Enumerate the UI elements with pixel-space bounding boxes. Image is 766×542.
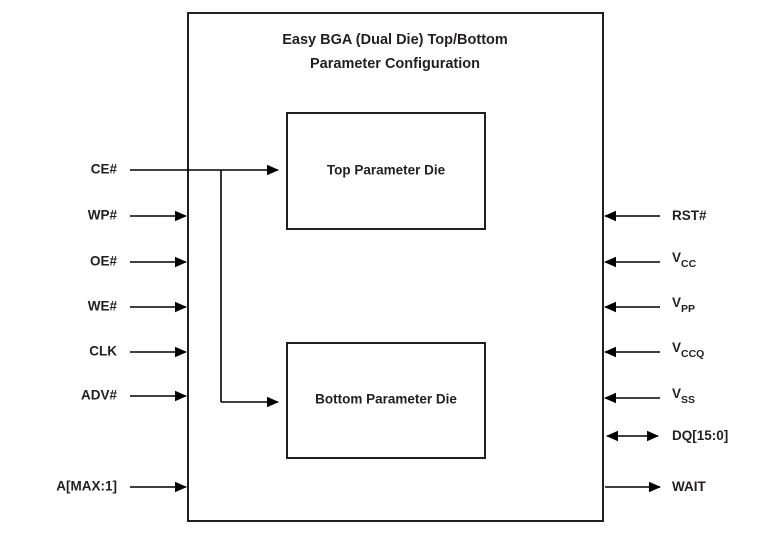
pin-label-wp: WP# bbox=[88, 208, 118, 223]
bottom-parameter-die-box bbox=[286, 342, 486, 459]
pin-label-dq: DQ[15:0] bbox=[672, 428, 728, 443]
diagram-title-line-2: Parameter Configuration bbox=[310, 56, 480, 72]
pin-label-adv: ADV# bbox=[81, 388, 118, 403]
pin-label-vcc: VCC bbox=[672, 250, 697, 270]
pin-label-amax: A[MAX:1] bbox=[56, 479, 117, 494]
pin-label-vccq: VCCQ bbox=[672, 340, 704, 360]
pin-label-oe: OE# bbox=[90, 254, 118, 269]
pin-label-we: WE# bbox=[88, 299, 118, 314]
pin-label-wait: WAIT bbox=[672, 479, 706, 494]
diagram-title-line-1: Easy BGA (Dual Die) Top/Bottom bbox=[282, 32, 508, 48]
pin-label-rst: RST# bbox=[672, 208, 707, 223]
pin-label-clk: CLK bbox=[89, 344, 117, 359]
pin-label-vpp: VPP bbox=[672, 295, 695, 315]
pin-label-vss: VSS bbox=[672, 386, 695, 406]
top-parameter-die-box bbox=[286, 112, 486, 230]
pin-label-ce: CE# bbox=[91, 162, 118, 177]
bottom-parameter-die-label: Bottom Parameter Die bbox=[315, 392, 457, 407]
top-parameter-die-label: Top Parameter Die bbox=[327, 163, 446, 178]
